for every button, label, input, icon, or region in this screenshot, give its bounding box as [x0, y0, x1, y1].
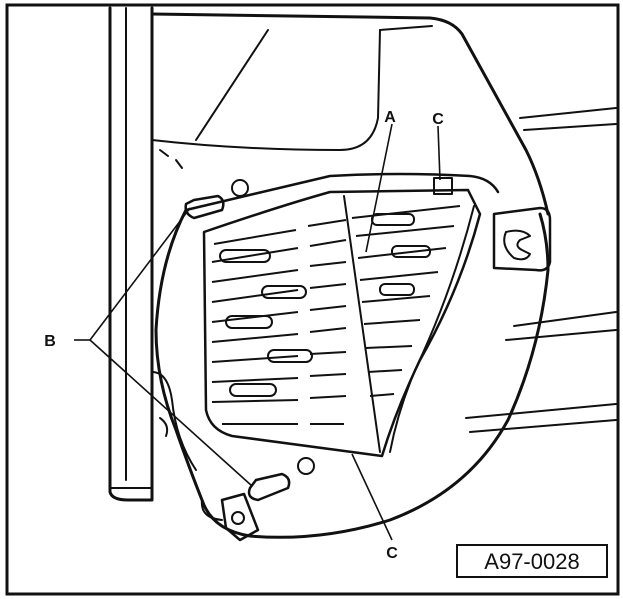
label-c-top: C	[432, 111, 444, 128]
leader-c-top	[437, 125, 441, 181]
reference-number: A97-0028	[484, 549, 579, 574]
diagram-frame	[5, 3, 620, 596]
label-a: A	[384, 109, 396, 126]
leader-lines	[74, 123, 441, 541]
reference-box: A97-0028	[456, 544, 608, 578]
screw-lower	[247, 457, 315, 502]
screw-upper	[184, 179, 249, 220]
door-pillar	[108, 6, 154, 502]
clip-lower	[200, 492, 260, 542]
leader-c-bottom	[351, 453, 393, 541]
filter-fins	[211, 205, 461, 425]
filter-housing	[151, 172, 550, 539]
label-b: B	[44, 333, 56, 350]
leader-a	[365, 123, 393, 253]
label-c-bottom: C	[386, 545, 398, 562]
leader-b-lower	[89, 339, 253, 487]
pollen-filter	[202, 188, 482, 458]
leader-b-upper	[89, 207, 191, 341]
dashboard-outline	[150, 12, 617, 433]
clip-bracket-right	[433, 177, 552, 272]
